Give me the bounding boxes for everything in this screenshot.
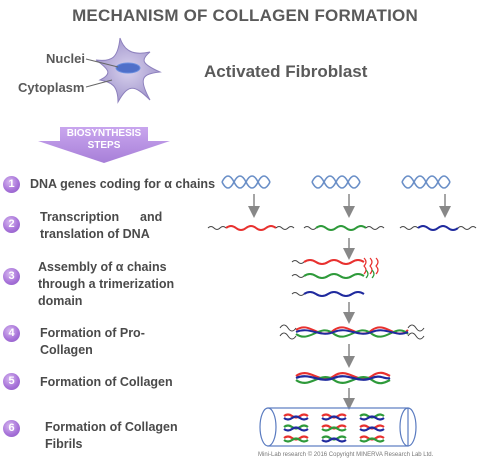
banner-arrow-shape: [38, 127, 170, 163]
biosynthesis-banner: BIOSYNTHESIS STEPS: [38, 127, 170, 163]
banner-line1: BIOSYNTHESIS: [66, 128, 142, 139]
banner-line2: STEPS: [87, 140, 121, 151]
nuclei-pointer: [85, 58, 119, 68]
step-4-text: Formation of Pro- Collagen: [40, 326, 145, 357]
cytoplasm-label: Cytoplasm: [18, 80, 85, 95]
page-title: MECHANISM OF COLLAGEN FORMATION: [72, 6, 418, 25]
step-2-number: 2: [3, 216, 20, 233]
step-1-text: DNA genes coding for α chains: [30, 177, 216, 191]
step-4-number: 4: [3, 325, 20, 342]
cytoplasm-pointer: [85, 79, 113, 88]
step-6-number: 6: [3, 420, 20, 437]
dna-helix-1: [221, 175, 271, 189]
collagen-helix: [295, 371, 391, 385]
chain-red: [207, 225, 295, 231]
nuclei-label: Nuclei: [46, 51, 86, 66]
nucleus-shape: [115, 62, 141, 74]
step-6-text: Formation of Collagen Fibrils: [45, 420, 178, 451]
step-5-number: 5: [3, 373, 20, 390]
copyright-footer: Mini-Lab research © 2016 Copyright MINER…: [258, 452, 434, 458]
procollagen-helix: [279, 324, 425, 340]
collagen-pathway-illustration: [207, 175, 477, 447]
chain-green: [303, 225, 385, 231]
step-2-text: Transcription and translation of DNA: [40, 210, 163, 241]
dna-helix-2: [311, 175, 361, 189]
step-5-text: Formation of Collagen: [40, 375, 173, 389]
fibroblast-label: Activated Fibroblast: [204, 62, 368, 81]
step-3-number: 3: [3, 268, 20, 285]
assembly-chains: [291, 257, 379, 297]
fibroblast-cell-illustration: [85, 37, 162, 104]
step-3-text: Assembly of α chains through a trimeriza…: [38, 260, 175, 308]
step-1-number: 1: [3, 176, 20, 193]
collagen-fibril: [259, 407, 417, 447]
dna-helix-3: [401, 175, 451, 189]
chain-blue: [399, 225, 477, 231]
